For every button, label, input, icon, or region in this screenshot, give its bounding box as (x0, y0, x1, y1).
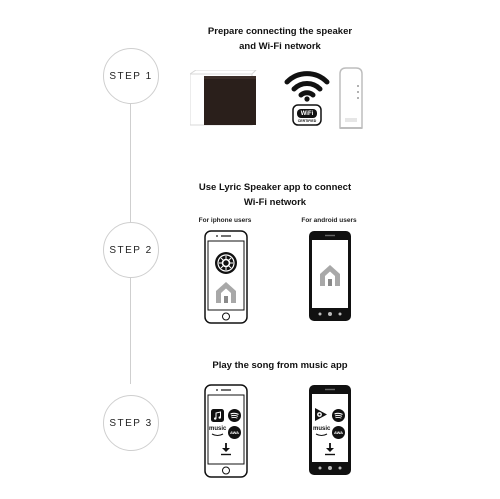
step-1-label: STEP 1 (109, 70, 153, 82)
iphone-icon (204, 230, 248, 324)
speaker-icon (190, 70, 257, 126)
connector-line-2 (130, 277, 131, 384)
step-1-circle: STEP 1 (103, 48, 159, 104)
spotify-icon-android (332, 409, 345, 422)
amazon-music-caption-android: music (313, 426, 331, 432)
lyric-speaker-app-icon-android (320, 265, 340, 286)
download-icon-android (325, 443, 335, 456)
amazon-music-icon-android: music (313, 426, 330, 439)
awa-label: AWA (229, 430, 240, 435)
android-users-label: For android users (301, 217, 357, 224)
spotify-icon (228, 409, 241, 422)
step-2-title-line1: Use Lyric Speaker app to connect (198, 182, 352, 193)
router-icon (339, 67, 363, 129)
step-1-title-line1: Prepare connecting the speaker (207, 26, 353, 37)
wifi-logo-subtext: CERTIFIED (297, 119, 317, 123)
step-2-circle: STEP 2 (103, 222, 159, 278)
download-icon (221, 443, 231, 456)
amazon-music-icon: music (209, 426, 226, 439)
google-play-music-icon (315, 408, 327, 421)
iphone-users-label: For iphone users (198, 217, 252, 224)
step-3-title: Play the song from music app (170, 358, 390, 373)
wifi-icon (284, 71, 330, 102)
connector-line-1 (130, 104, 131, 226)
awa-icon-android: AWA (332, 426, 345, 439)
app-store-icon (215, 252, 237, 274)
step-3-circle: STEP 3 (103, 395, 159, 451)
iphone-icon-step3 (204, 384, 248, 478)
amazon-music-caption: music (209, 426, 227, 432)
step-2-label: STEP 2 (109, 244, 153, 256)
lyric-speaker-app-icon (216, 282, 236, 303)
step-3-title-line1: Play the song from music app (212, 360, 348, 371)
step-1-title: Prepare connecting the speaker and Wi-Fi… (170, 24, 390, 54)
awa-label-android: AWA (333, 430, 344, 435)
step-3-label: STEP 3 (109, 417, 153, 429)
step-1-title-line2: and Wi-Fi network (239, 41, 321, 52)
wifi-logo-text: WiFi (300, 110, 314, 117)
amazon-smile-icon (211, 433, 224, 436)
step-2-title-line2: Wi-Fi network (243, 197, 307, 208)
step-2-title: Use Lyric Speaker app to connect Wi-Fi n… (160, 180, 390, 210)
wifi-certified-badge: WiFi CERTIFIED (292, 104, 322, 126)
apple-music-icon (211, 409, 224, 422)
awa-icon: AWA (228, 426, 241, 439)
amazon-smile-icon-android (315, 433, 328, 436)
wifi-certified-logo-icon (292, 104, 322, 126)
